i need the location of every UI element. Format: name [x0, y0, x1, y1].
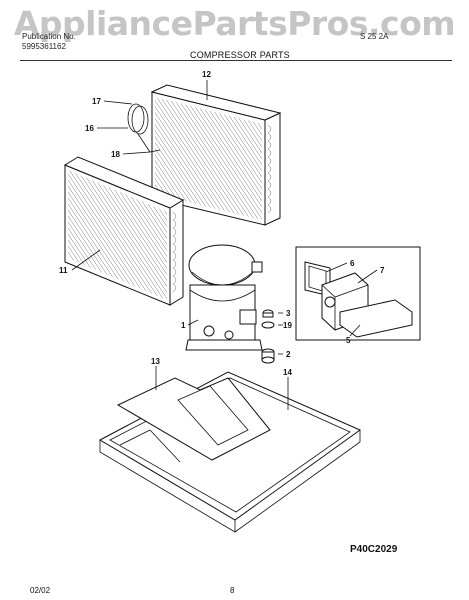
callout-17: 17	[92, 97, 101, 106]
callout-16: 16	[85, 124, 94, 133]
footer-date: 02/02	[30, 586, 51, 595]
drawing-code: P40C2029	[350, 544, 398, 555]
callout-19: 19	[283, 321, 292, 330]
publication-number: 5995361162	[22, 42, 66, 51]
terminal-cover-inset	[295, 246, 421, 341]
watermark: AppliancePartsPros.com	[13, 4, 456, 43]
header-rule	[20, 60, 452, 61]
callout-13: 13	[151, 357, 160, 366]
callout-1: 1	[181, 321, 186, 330]
callout-18: 18	[111, 150, 120, 159]
mounting-hardware	[261, 309, 275, 364]
callout-7: 7	[380, 266, 385, 275]
callout-labels: 17 16 18 12 11 1 6 7 5 3 19 2 13 14	[59, 70, 385, 377]
callout-2: 2	[286, 350, 291, 359]
callout-6: 6	[350, 259, 355, 268]
evaporator-coil	[63, 156, 185, 306]
callout-11: 11	[59, 266, 68, 275]
mounting-plate	[116, 377, 271, 461]
condenser-coil	[150, 84, 282, 226]
callout-14: 14	[283, 368, 292, 377]
model-number: S 25 2A	[360, 32, 389, 41]
section-title: COMPRESSOR PARTS	[190, 50, 290, 60]
callout-12: 12	[202, 70, 211, 79]
publication-label: Publication No.	[22, 32, 76, 41]
page-number: 8	[230, 586, 235, 595]
callout-3: 3	[286, 309, 291, 318]
callout-5: 5	[346, 336, 351, 345]
compressor	[185, 244, 263, 351]
leader-lines	[71, 80, 378, 410]
